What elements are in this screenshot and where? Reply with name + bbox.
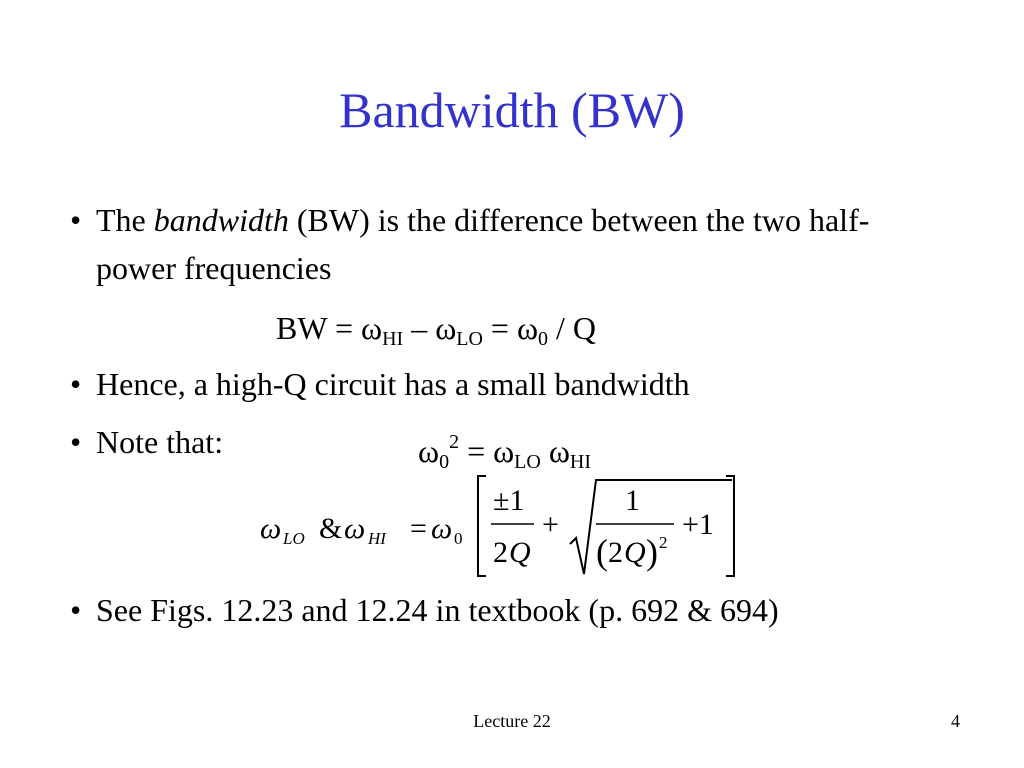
eq2-sup-2: 2 [449, 431, 460, 453]
bullet-text-pre: The [96, 202, 154, 238]
formula-close-paren: ) [646, 532, 658, 572]
formula-open-paren: ( [596, 532, 608, 572]
footer-lecture-label: Lecture 22 [473, 711, 551, 731]
bullet-text-emphasis: bandwidth [153, 202, 289, 238]
eq2-equals: = ω [459, 433, 515, 469]
formula-q-2: Q [624, 536, 646, 569]
eq1-equals: = ω [482, 310, 539, 346]
formula-sub-0: 0 [454, 529, 463, 548]
bullet-glyph: • [70, 424, 82, 460]
formula-plus-one: +1 [682, 508, 714, 541]
formula-plus: + [542, 508, 559, 541]
eq1-sub-0: 0 [538, 328, 549, 350]
formula-pm-one: ±1 [493, 484, 524, 517]
half-power-frequency-formula: ω LO & ω HI = ω 0 ±1 2 Q + 1 ( 2 Q ) 2 +… [260, 475, 735, 577]
formula-ampersand: & [319, 512, 342, 545]
formula-omega-lo: ω [260, 512, 281, 545]
eq2-sub-hi: HI [569, 451, 592, 473]
eq1-sub-hi: HI [382, 328, 404, 350]
eq1-lhs: BW = ω [276, 310, 383, 346]
eq2-sub-0: 0 [439, 451, 450, 473]
eq1-rest: / Q [548, 310, 597, 346]
formula-sup-2: 2 [659, 533, 668, 552]
formula-two-1: 2 [493, 536, 508, 569]
bullet-text-post: (BW) is the difference between the two h… [96, 202, 870, 286]
bullet-glyph: • [70, 366, 82, 402]
formula-omega-hi: ω [344, 512, 365, 545]
formula-equals: = [410, 512, 427, 545]
formula-left-bracket [477, 475, 486, 577]
bullet-glyph: • [70, 592, 82, 628]
formula-one: 1 [625, 484, 640, 517]
bullet-text: Note that: [96, 424, 224, 460]
slide-title: Bandwidth (BW) [339, 82, 685, 138]
center-frequency-equation: ω02 = ωLO ωHI [418, 418, 591, 486]
eq2-sub-lo: LO [514, 451, 541, 473]
formula-radical [569, 479, 732, 575]
eq2-omega: ω [418, 433, 440, 469]
bandwidth-equation: BW = ωHI – ωLO = ω0 / Q [276, 304, 596, 363]
bullet-text: Hence, a high-Q circuit has a small band… [96, 366, 690, 402]
bullet-text: See Figs. 12.23 and 12.24 in textbook (p… [96, 592, 779, 628]
bullet-glyph: • [70, 202, 82, 238]
formula-q-1: Q [509, 536, 531, 569]
eq1-sub-lo: LO [456, 328, 483, 350]
formula-right-bracket [726, 475, 735, 577]
formula-omega-0: ω [431, 512, 452, 545]
formula-two-2: 2 [608, 536, 623, 569]
eq1-minus: – ω [403, 310, 457, 346]
eq2-omega-2: ω [540, 433, 570, 469]
formula-sub-hi: HI [367, 529, 387, 548]
bullet-text: The bandwidth (BW) is the difference bet… [96, 196, 936, 292]
slide-number: 4 [951, 711, 960, 731]
formula-sub-lo: LO [282, 529, 305, 548]
